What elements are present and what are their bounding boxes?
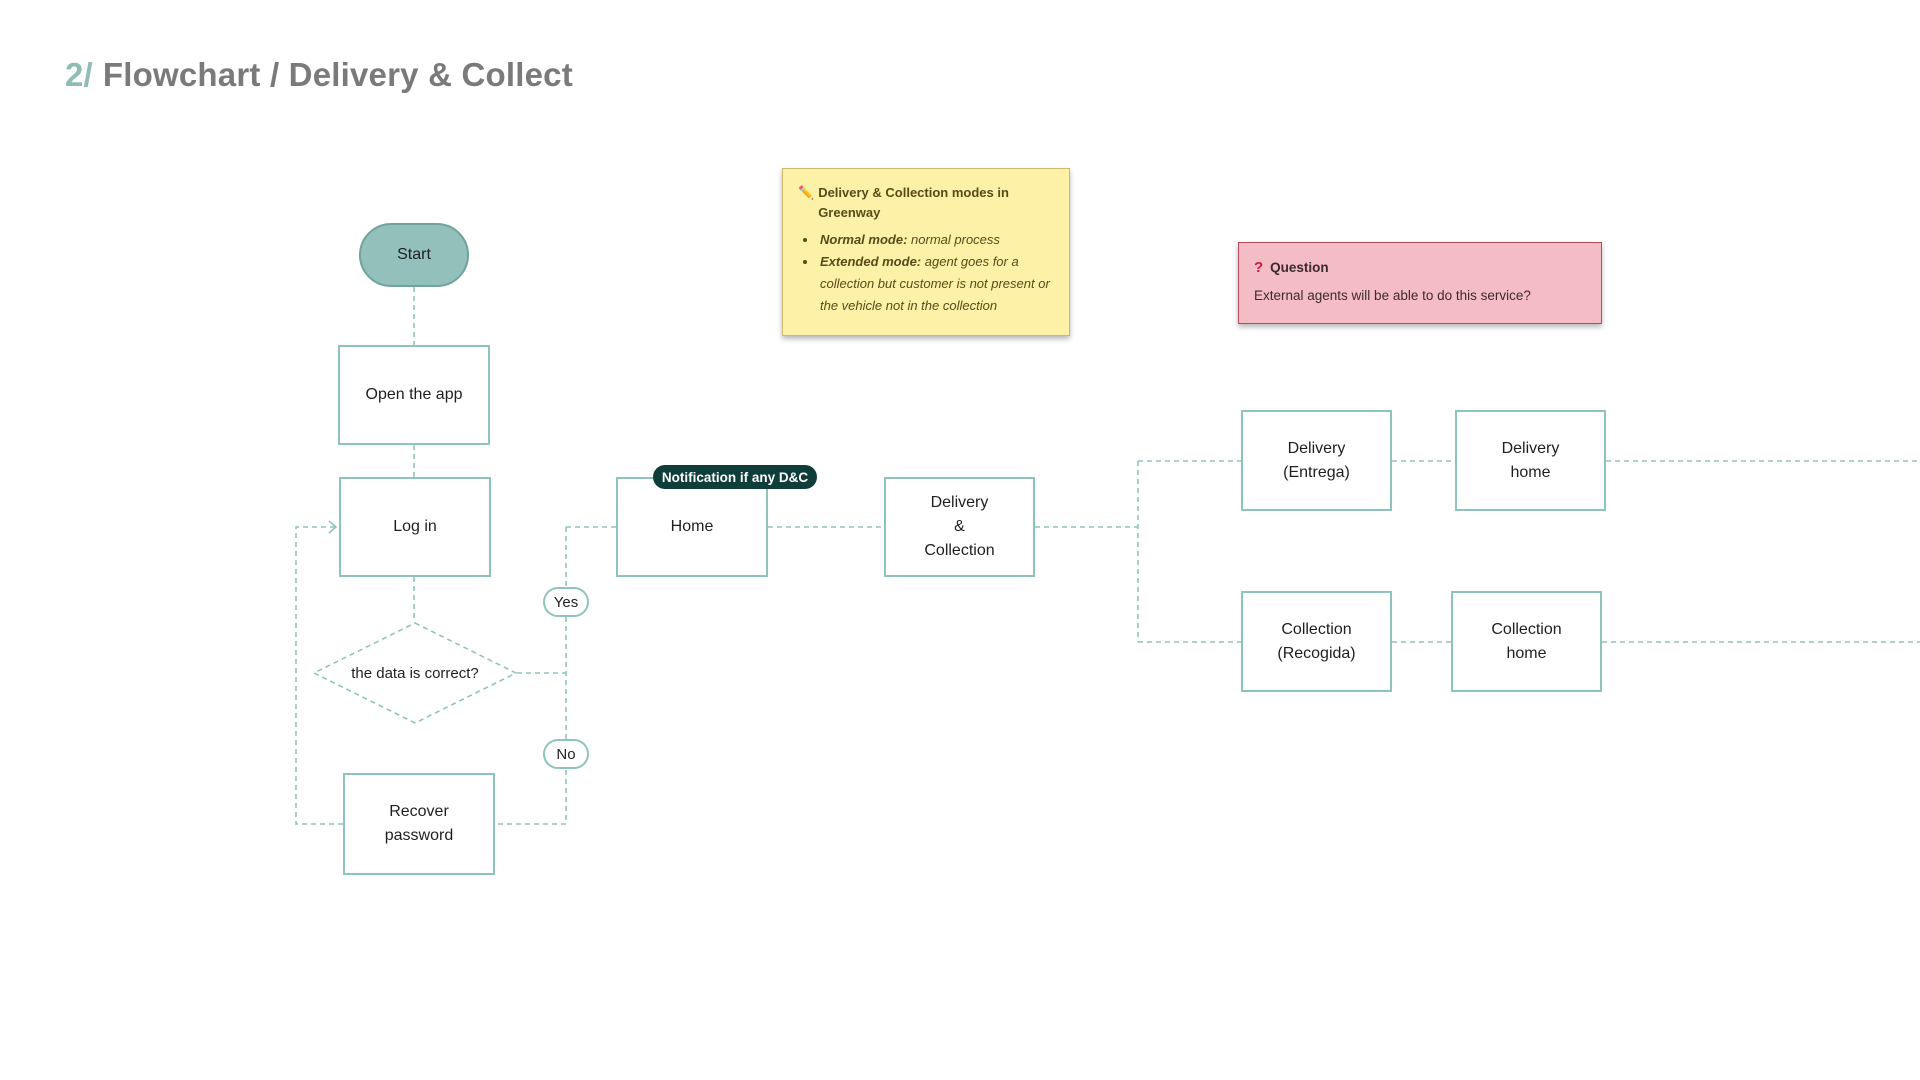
login-node[interactable]: Log in xyxy=(339,477,491,577)
arrow-head-login xyxy=(328,520,338,534)
delivery-home-label: Delivery home xyxy=(1501,439,1560,481)
no-branch-label: No xyxy=(543,739,589,769)
note-item-label: Extended mode: xyxy=(820,254,922,269)
page-title-text: Flowchart / Delivery & Collect xyxy=(102,56,573,93)
question-note[interactable]: ? Question External agents will be able … xyxy=(1238,242,1602,324)
login-label: Log in xyxy=(393,518,437,535)
note-item-text: normal process xyxy=(911,232,1000,247)
notification-badge-text: Notification if any D&C xyxy=(661,469,809,485)
sticky-note-modes[interactable]: ✏️ Delivery & Collection modes in Greenw… xyxy=(782,168,1070,336)
note-title: ✏️ Delivery & Collection modes in Greenw… xyxy=(798,183,1055,223)
start-label: Start xyxy=(397,246,431,263)
recover-password-label: Recover password xyxy=(384,803,454,844)
note-item-text: agent goes for a collection but customer… xyxy=(820,254,1050,313)
decision-diamond-shape xyxy=(313,622,517,724)
collection-node[interactable]: Collection (Recogida) xyxy=(1241,591,1392,692)
no-text: No xyxy=(556,745,576,763)
collection-home-node[interactable]: Collection home xyxy=(1451,591,1602,692)
question-title: ? Question xyxy=(1254,259,1586,276)
yes-branch-label: Yes xyxy=(543,587,589,617)
question-mark-icon: ? xyxy=(1254,259,1264,276)
note-item-normal: Normal mode: normal process xyxy=(818,229,1055,251)
note-title-text: Delivery & Collection modes in Greenway xyxy=(818,185,1009,220)
delivery-collection-node[interactable]: Delivery & Collection xyxy=(884,477,1035,577)
delivery-node[interactable]: Delivery (Entrega) xyxy=(1241,410,1392,511)
delivery-label: Delivery (Entrega) xyxy=(1283,439,1350,481)
note-item-extended: Extended mode: agent goes for a collecti… xyxy=(818,251,1055,317)
page-title: 2/Flowchart / Delivery & Collect xyxy=(65,56,573,94)
yes-text: Yes xyxy=(553,593,579,611)
decision-label: the data is correct? xyxy=(351,664,479,682)
note-item-label: Normal mode: xyxy=(820,232,908,247)
open-app-label: Open the app xyxy=(365,386,463,403)
open-app-node[interactable]: Open the app xyxy=(338,345,490,445)
delivery-home-node[interactable]: Delivery home xyxy=(1455,410,1606,511)
note-list: Normal mode: normal process Extended mod… xyxy=(798,229,1055,317)
page-number: 2/ xyxy=(65,56,93,93)
pencil-icon: ✏️ xyxy=(798,185,815,200)
collection-home-label: Collection home xyxy=(1491,620,1562,662)
collection-label: Collection (Recogida) xyxy=(1277,620,1356,662)
connector-recover-login xyxy=(295,526,343,825)
start-node[interactable]: Start xyxy=(359,223,469,287)
decision-node[interactable]: the data is correct? xyxy=(313,622,517,724)
delivery-collection-label: Delivery & Collection xyxy=(924,494,995,559)
question-title-text: Question xyxy=(1270,260,1329,275)
question-body: External agents will be able to do this … xyxy=(1254,288,1531,303)
home-label: Home xyxy=(670,518,714,535)
notification-badge: Notification if any D&C xyxy=(653,465,817,489)
home-node[interactable]: Home xyxy=(616,477,768,577)
recover-password-node[interactable]: Recover password xyxy=(343,773,495,875)
